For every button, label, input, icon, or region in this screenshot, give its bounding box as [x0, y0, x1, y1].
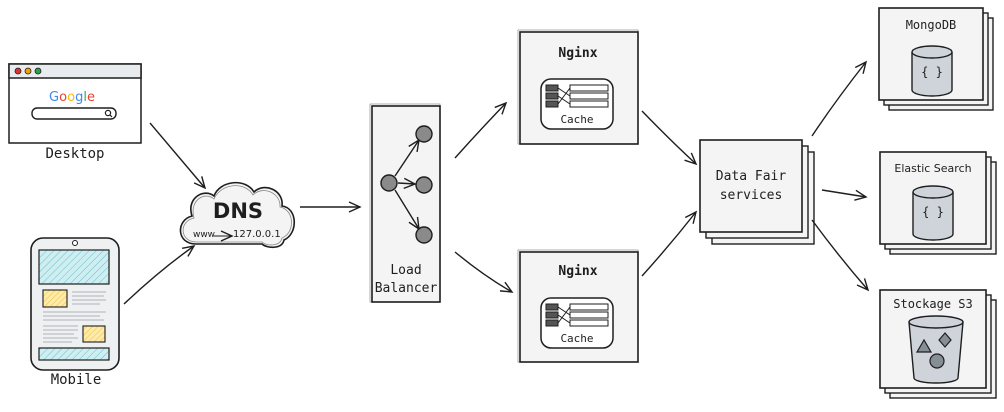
browser-search-bar: [31, 107, 117, 120]
arrow-mobile-to-dns: [123, 245, 196, 305]
lb-input-node: [380, 174, 398, 192]
data-fair-label-line1: Data Fair: [715, 169, 787, 184]
load-balancer-label-line1: Load: [390, 263, 422, 278]
cache-table-top: [545, 84, 609, 108]
arrow-nginx-top-to-datafair: [641, 110, 698, 166]
nginx-bottom-cache-label: Cache: [560, 332, 594, 345]
mobile-card-image-2: [82, 325, 106, 343]
dns-record-to: 127.0.0.1: [233, 229, 281, 240]
triangle-shape-icon: [915, 338, 933, 353]
elastic-braces-glyph: { }: [922, 205, 944, 219]
phone-camera-dot: [72, 240, 78, 246]
mobile-footer-bar: [38, 347, 110, 361]
elastic-search-stack: [879, 151, 997, 255]
arrow-desktop-to-dns: [149, 122, 207, 190]
mobile-phone: [30, 237, 120, 371]
arrow-datafair-to-mongodb: [811, 60, 868, 137]
nginx-top-box: [517, 29, 639, 145]
circle-shape-icon: [929, 353, 945, 369]
stockage-s3-stack: [879, 289, 997, 399]
nginx-bottom-box: [517, 249, 639, 363]
arrow-lb-to-nginx-top: [454, 101, 508, 159]
load-balancer-label-line2: Balancer: [374, 281, 438, 296]
elastic-cylinder: [912, 185, 954, 241]
dns-record-from: www: [192, 230, 216, 240]
s3-bucket-icon: [908, 315, 964, 384]
mobile-card-image: [42, 289, 68, 308]
window-min-dot: [24, 67, 32, 75]
desktop-label: Desktop: [45, 146, 105, 162]
stockage-s3-title: Stockage S3: [893, 297, 973, 311]
google-logo: Google: [49, 90, 95, 105]
desktop-browser: Google: [8, 63, 142, 144]
mongodb-braces-glyph: { }: [921, 65, 943, 79]
elastic-search-title: Elastic Search: [894, 162, 972, 175]
arrow-nginx-bottom-to-datafair: [641, 210, 698, 277]
mongodb-stack: [878, 7, 994, 111]
arrow-datafair-to-elastic: [821, 189, 868, 201]
connection-arrows: [123, 60, 870, 305]
lb-output-node-1: [415, 125, 433, 143]
window-max-dot: [34, 67, 42, 75]
diamond-shape-icon: [938, 332, 952, 348]
nginx-top-cache-label: Cache: [560, 113, 594, 126]
mobile-hero-image: [38, 249, 110, 285]
dns-title: DNS: [212, 199, 264, 223]
arrow-datafair-to-s3: [811, 219, 870, 292]
data-fair-services-stack: [699, 139, 815, 245]
load-balancer-box: [369, 103, 441, 303]
arrow-lb-to-nginx-bottom: [454, 251, 514, 293]
window-close-dot: [14, 67, 22, 75]
mongodb-cylinder: [911, 45, 953, 97]
search-icon: [104, 109, 113, 118]
data-fair-label-line2: services: [719, 188, 783, 203]
mongodb-title: MongoDB: [905, 18, 957, 32]
lb-node-links: [394, 138, 420, 231]
mobile-text-lines: [43, 291, 106, 343]
nginx-top-title: Nginx: [558, 46, 598, 61]
dns-cloud: [179, 181, 296, 249]
lb-output-node-3: [415, 226, 433, 244]
cache-table-bottom: [545, 303, 609, 327]
lb-output-node-2: [415, 176, 433, 194]
nginx-bottom-title: Nginx: [558, 264, 598, 279]
mobile-label: Mobile: [50, 372, 102, 388]
